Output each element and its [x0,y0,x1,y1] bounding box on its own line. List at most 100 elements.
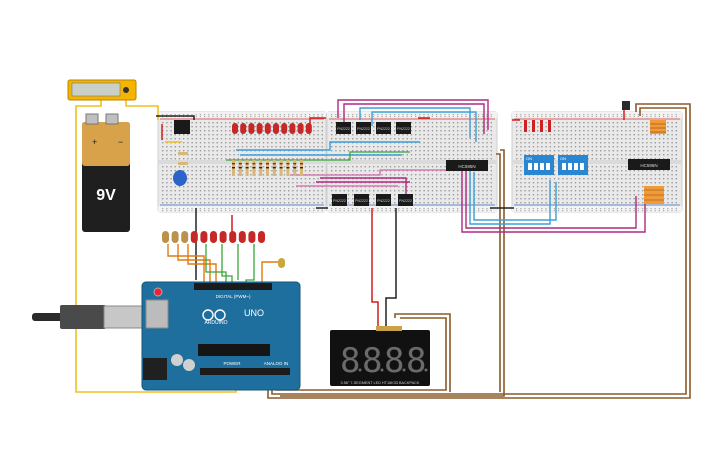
led-red [248,123,255,134]
display-caption: 0.56" 7-SEGMENT LED HT16K33 BACKPACK [341,381,420,385]
led-indicator [162,231,169,243]
multimeter-icon [67,79,137,101]
transistor: PN2222 [332,194,347,206]
arduino-model: UNO [244,308,264,318]
capacitor-blue [173,170,187,186]
battery-9v: + − 9V [82,113,130,232]
display-decimal-point [380,368,384,372]
dip-switch-1: ON [524,155,554,175]
resistor [245,160,249,176]
led-indicator [181,231,189,243]
dip-switch-1-label: ON [526,156,532,161]
led-indicator [219,231,227,243]
display-decimal-point [358,368,362,372]
led-row-top [232,120,551,134]
transistor-label: PN2222 [333,199,346,203]
led-row-arduino [162,231,285,268]
led-indicator [238,231,246,243]
resistor [232,160,235,176]
battery-minus-label: − [118,137,123,147]
resistor [178,152,188,155]
resistor-pack-top-right [650,120,666,134]
transistor: PN2222 [398,194,413,206]
transistor: PN2222 [376,122,391,134]
arduino-uno: DIGITAL (PWM~) ARDUINO UNO POWER ANALOG … [141,281,301,391]
display-digit: 8 [362,341,382,381]
dip-switch-2: ON [558,155,588,175]
transistor-label: PN2222 [399,199,412,203]
resistor-pack-bottom-right [644,186,664,204]
arduino-analog-header: ANALOG IN [264,361,289,366]
wire-black [156,115,514,330]
led-red [289,123,296,134]
wire-blue-bundle [236,107,557,225]
transistor-label: PN2222 [397,127,410,131]
arduino-power-header: POWER [223,361,241,366]
transistor-row-bottom: PN2222 PN2222 PN2222 PN2222 [332,194,413,206]
resistor [293,160,297,176]
led-indicator [210,231,217,243]
resistor-array [178,152,303,176]
led-indicator [190,231,198,243]
display-digit: 8 [406,341,426,381]
shift-register-2-label: HC595N [640,163,657,168]
transistor-label: PN2222 [377,127,390,131]
transistor-label: PN2222 [355,199,368,203]
pushbutton [622,101,630,110]
shift-register-1-label: HC595N [458,164,475,169]
transistor-row-top: PN2222 PN2222 PN2222 PN2222 [336,122,411,134]
resistor [178,162,188,165]
resistor [300,160,303,176]
display-decimal-point [402,368,406,372]
transistor: PN2222 [336,122,351,134]
led-red-small [540,120,543,132]
arduino-digital-header: DIGITAL (PWM~) [216,294,251,299]
regulator [174,120,190,134]
display-digit: 8 [384,341,404,381]
usb-cable-icon [32,305,157,329]
resistor [272,160,276,176]
led-red-small [532,120,535,132]
transistor: PN2222 [354,194,369,206]
transistor-label: PN2222 [377,199,390,203]
display-decimal-point [424,368,428,372]
led-red [305,123,312,134]
wire-orange-leds [167,244,278,284]
transistor-label: PN2222 [337,127,350,131]
transistor: PN2222 [376,194,391,206]
resistor [279,160,283,176]
led-red [232,123,238,134]
resistor [259,160,263,176]
resistor [286,160,290,176]
resistor [252,160,256,176]
battery-label: 9V [96,187,116,204]
breadboard-right [511,111,683,213]
transistor: PN2222 [356,122,371,134]
led-red [240,123,247,134]
led-red-small [548,120,551,132]
arduino-logo-icon [202,309,214,321]
resistor [238,160,242,176]
resistor [266,160,269,176]
dip-switch-2-label: ON [560,156,566,161]
wire-purple-bundle [316,99,646,233]
led-indicator [200,231,208,243]
led-indicator [258,231,265,243]
wire-pink-bundle [290,169,448,187]
display-digit: 8 [340,341,360,381]
led-red [273,123,279,134]
transistor: PN2222 [396,122,411,134]
led-red-small [524,120,527,132]
led-red [264,123,271,134]
led-red [256,123,263,134]
led-red [297,123,304,134]
shift-register-1: HC595N [446,160,488,171]
battery-plus-label: + [92,137,97,147]
shift-register-2: HC595N [628,159,670,170]
led-indicator [171,231,179,243]
led-yellow [278,258,285,268]
arduino-brand: ARDUINO [204,320,227,326]
transistor-label: PN2222 [357,127,370,131]
